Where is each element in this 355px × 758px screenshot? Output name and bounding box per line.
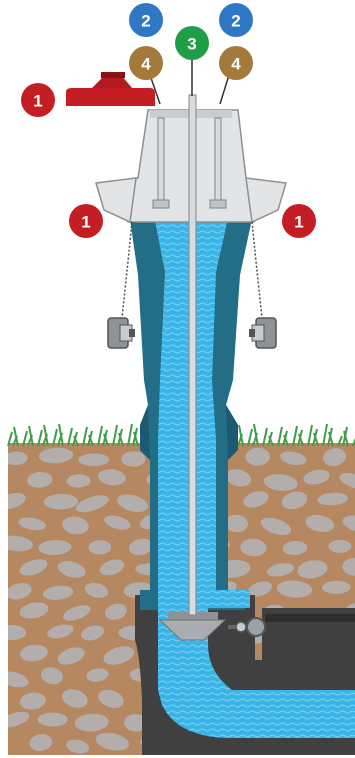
chain-right — [252, 222, 262, 318]
badge-cap: 1 — [21, 83, 55, 117]
nozzle-cap-right-lug — [249, 329, 255, 337]
barrel-flange-right — [226, 405, 238, 460]
badge-label: 3 — [187, 35, 196, 54]
badge-bolt-right: 4 — [219, 46, 253, 80]
chain-left — [122, 222, 132, 318]
badge-label: 1 — [33, 92, 42, 111]
badge-label: 2 — [231, 12, 240, 31]
badge-top-left: 2 — [129, 3, 163, 37]
leader-bolt-right — [220, 75, 229, 104]
grass-blade — [323, 424, 327, 446]
bolt-right-nut — [210, 200, 226, 208]
badge-label: 4 — [231, 55, 241, 74]
bolt-left-nut — [153, 200, 169, 208]
badge-bolt-left: 4 — [129, 46, 163, 80]
badge-label: 4 — [141, 55, 151, 74]
drain-valve-body — [247, 618, 265, 636]
drain-valve-joint — [236, 622, 246, 632]
badge-top-right: 2 — [219, 3, 253, 37]
bolt-right — [215, 118, 221, 206]
nozzle-right — [246, 178, 286, 222]
cap-nut-top — [101, 72, 125, 78]
bolt-left — [158, 118, 164, 206]
badge-nozzle-right: 1 — [282, 204, 316, 238]
badge-nozzle-left: 1 — [69, 204, 103, 238]
badge-label: 1 — [81, 213, 90, 232]
grass-blade — [113, 425, 117, 446]
grass-blade — [128, 424, 132, 446]
drain-pipe-edge — [265, 614, 355, 622]
cap-plate — [66, 88, 155, 106]
badge-label: 1 — [294, 213, 303, 232]
soil-stone — [78, 453, 109, 465]
grass-blade — [308, 425, 312, 446]
nozzle-cap-left-lug — [129, 329, 135, 337]
badge-label: 2 — [141, 12, 150, 31]
main-stem — [189, 95, 196, 615]
badge-stem: 3 — [175, 26, 209, 60]
